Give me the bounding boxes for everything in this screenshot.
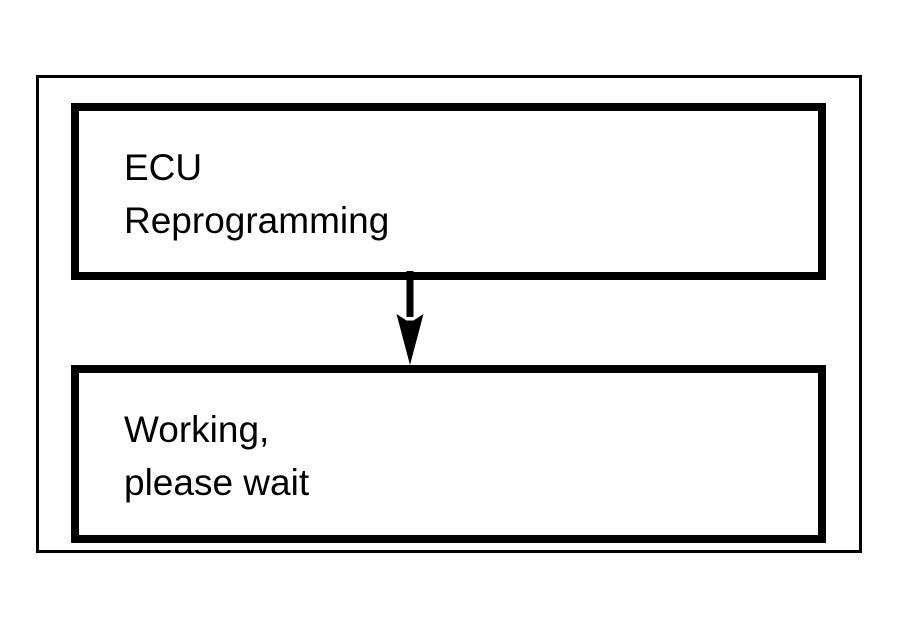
device-display-frame: ECU Reprogramming Working, please wait — [36, 75, 862, 553]
state-box-ecu-reprogramming[interactable]: ECU Reprogramming — [71, 103, 826, 280]
arrow-down-icon — [396, 271, 424, 365]
state-box-working-please-wait[interactable]: Working, please wait — [71, 365, 826, 543]
state-box-ecu-reprogramming-label: ECU Reprogramming — [124, 147, 390, 241]
state-box-working-please-wait-label: Working, please wait — [124, 409, 310, 503]
flow-arrow-down — [393, 271, 427, 371]
